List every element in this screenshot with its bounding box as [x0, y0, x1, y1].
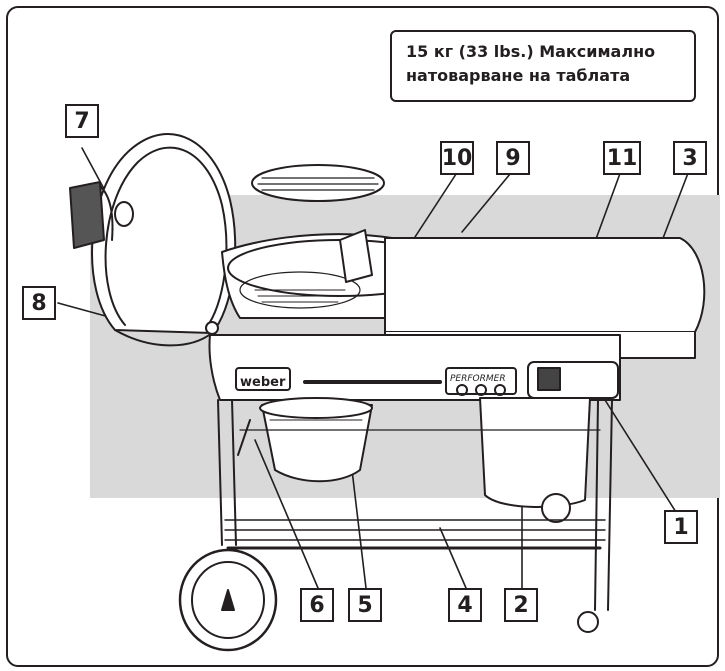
callout-6: 6	[300, 588, 334, 622]
lid-handle-icon	[69, 181, 105, 249]
callout-1: 1	[664, 510, 698, 544]
max-load-note: 15 кг (33 lbs.) Максимално натоварване н…	[390, 30, 696, 102]
storage-bin	[479, 397, 591, 523]
callout-5: 5	[348, 588, 382, 622]
cooking-grate	[251, 164, 385, 202]
callout-4: 4	[448, 588, 482, 622]
callout-7: 7	[65, 104, 99, 138]
ash-catcher	[237, 397, 373, 483]
max-load-note-line1: 15 кг (33 lbs.) Максимално	[406, 42, 656, 61]
callout-9: 9	[496, 141, 530, 175]
grill-lid	[69, 133, 237, 347]
wheel	[178, 548, 278, 652]
callout-10: 10	[440, 141, 474, 175]
callout-8: 8	[22, 286, 56, 320]
callout-11: 11	[603, 141, 641, 175]
charcoal-basket-icon	[339, 229, 373, 283]
grill-frame	[217, 399, 613, 633]
max-load-note-line2: натоварване на таблата	[406, 66, 631, 85]
control-panel	[208, 334, 621, 401]
brand-label: weber	[240, 375, 286, 390]
badge-label: PERFORMER	[450, 374, 506, 384]
callout-2: 2	[504, 588, 538, 622]
callout-3: 3	[673, 141, 707, 175]
lid-vent-icon	[114, 201, 134, 227]
